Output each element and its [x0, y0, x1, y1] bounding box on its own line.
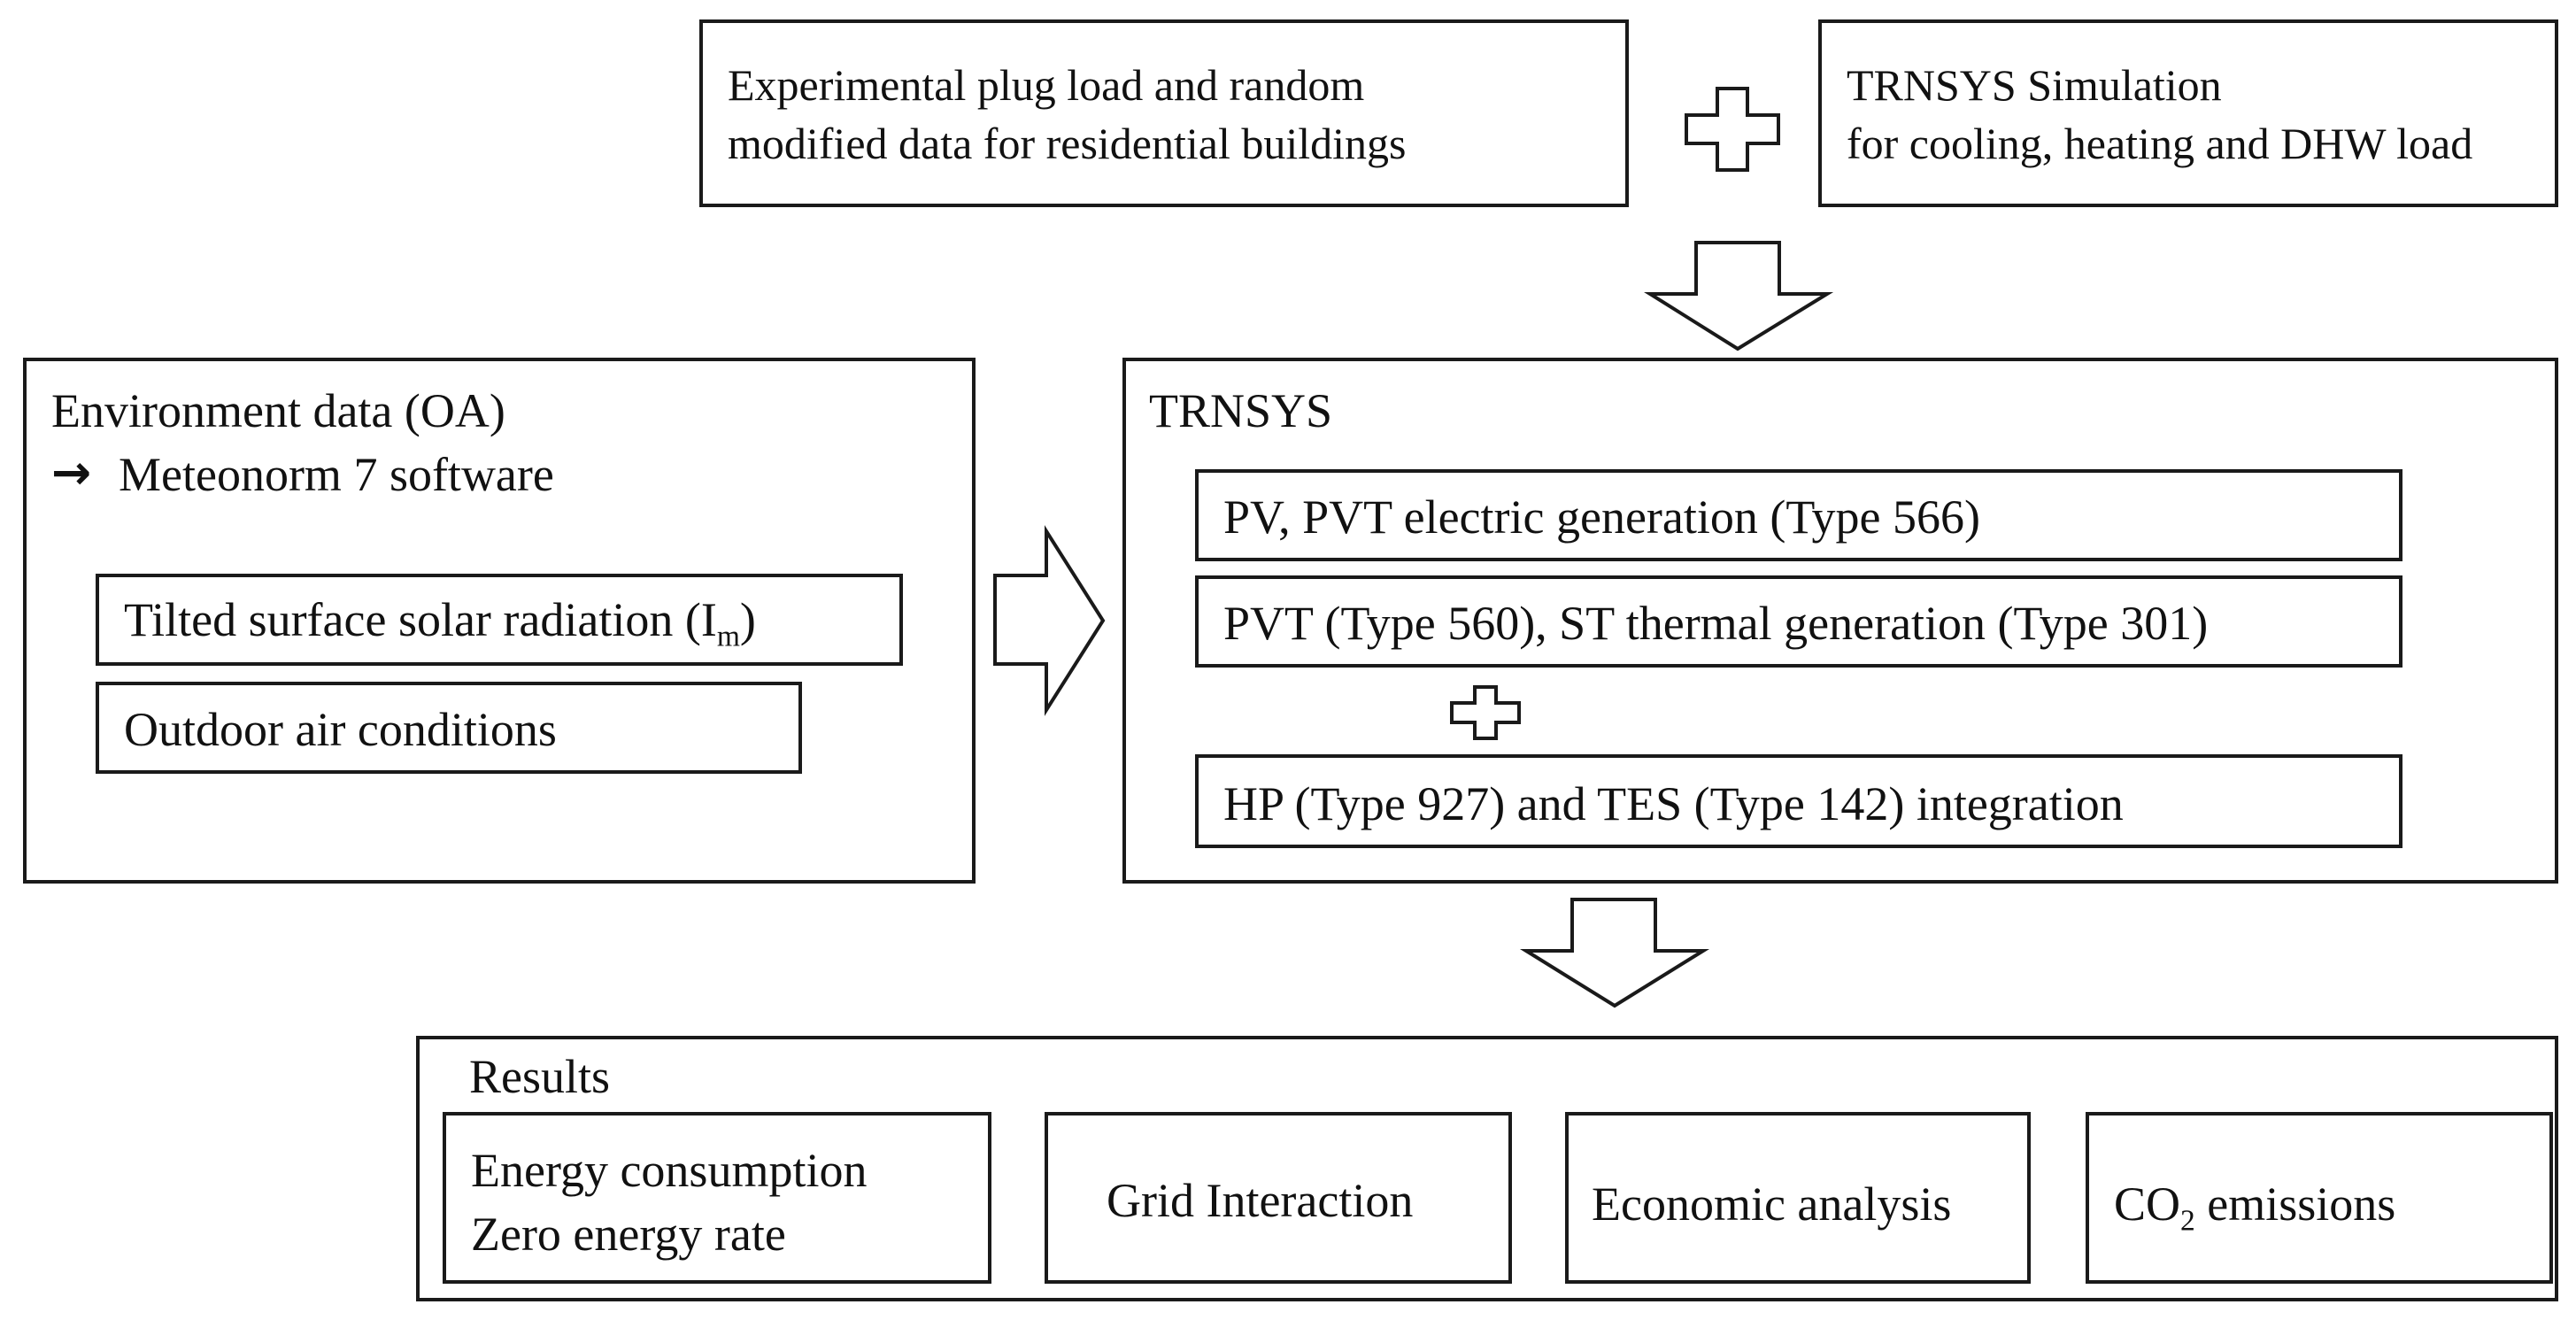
co2-emissions-box [2086, 1112, 2553, 1284]
environment-title: Environment data (OA) [51, 384, 505, 437]
plug-load-line2: modified data for residential buildings [728, 119, 1407, 168]
pv-electric-label: PV, PVT electric generation (Type 566) [1223, 490, 1981, 544]
grid-interaction-box [1045, 1112, 1512, 1284]
hp-tes-label: HP (Type 927) and TES (Type 142) integra… [1223, 777, 2124, 830]
meteonorm-source: Meteonorm 7 software [119, 448, 554, 501]
down-arrow-icon [1519, 898, 1710, 1008]
hp-tes-box [1195, 754, 2402, 848]
outdoor-air-label: Outdoor air conditions [124, 703, 557, 756]
right-arrow-icon: → [51, 444, 92, 500]
solar-radiation-box [96, 574, 903, 666]
results-title: Results [469, 1050, 611, 1103]
pvt-thermal-label: PVT (Type 560), ST thermal generation (T… [1223, 597, 2209, 650]
economic-analysis-label: Economic analysis [1592, 1177, 1952, 1231]
co2-emissions-label: CO2 emissions [2114, 1177, 2396, 1238]
pv-electric-box [1195, 469, 2402, 561]
trnsys-title: TRNSYS [1149, 384, 1333, 437]
energy-consumption-box [443, 1112, 991, 1284]
plug-load-box [699, 19, 1629, 207]
right-arrow-shape-icon [993, 525, 1106, 716]
down-arrow-icon [1644, 241, 1834, 351]
trnsys-simulation-line1: TRNSYS Simulation [1847, 60, 2222, 110]
trnsys-simulation-box [1818, 19, 2558, 207]
economic-analysis-box [1565, 1112, 2031, 1284]
solar-radiation-label: Tilted surface solar radiation (Im) [124, 593, 756, 653]
plus-icon [1450, 685, 1521, 740]
plug-load-line1: Experimental plug load and random [728, 60, 1365, 110]
plus-icon [1685, 87, 1780, 172]
grid-interaction-label: Grid Interaction [1107, 1174, 1414, 1227]
pvt-thermal-box [1195, 575, 2402, 668]
outdoor-air-box [96, 682, 802, 774]
zero-energy-rate-label: Zero energy rate [471, 1208, 786, 1261]
trnsys-simulation-line2: for cooling, heating and DHW load [1847, 119, 2473, 168]
energy-consumption-label: Energy consumption [471, 1144, 868, 1197]
